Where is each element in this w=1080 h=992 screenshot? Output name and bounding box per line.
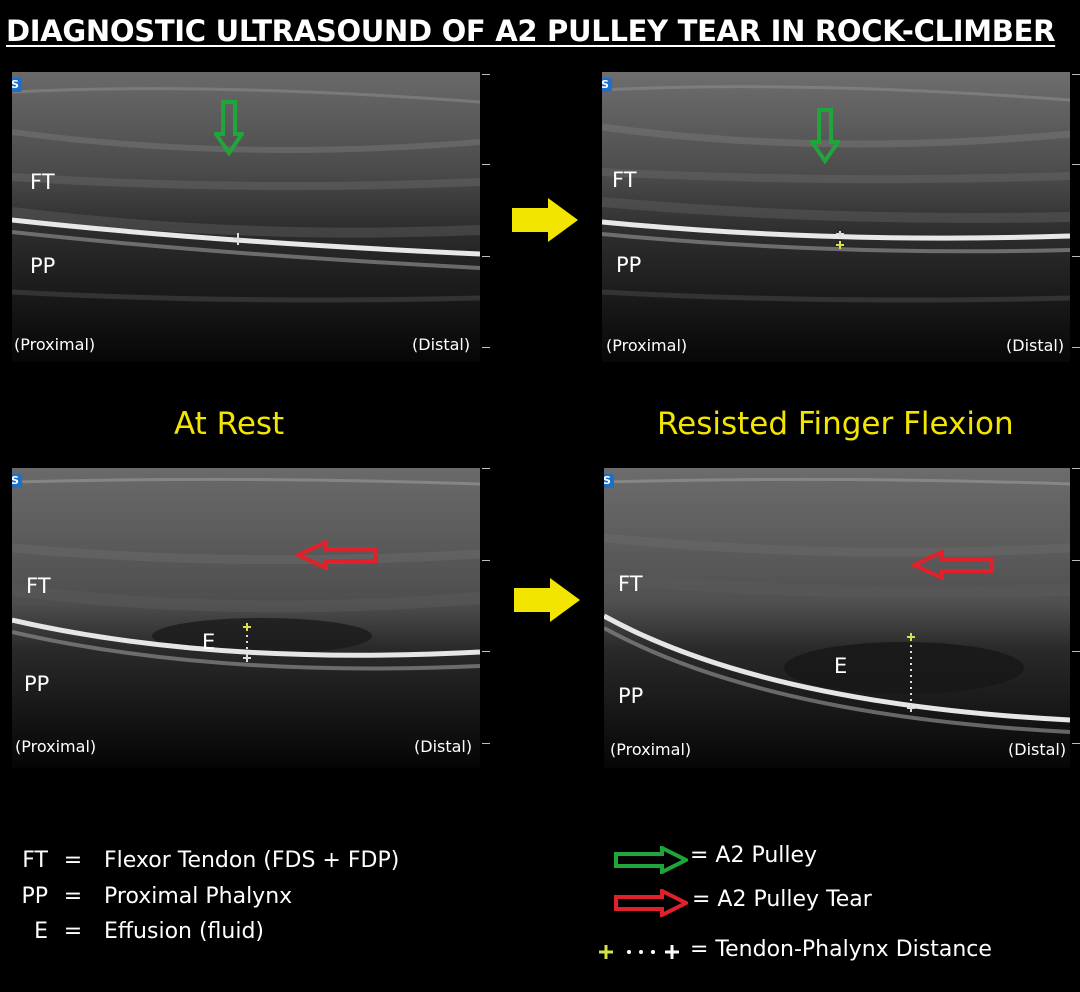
red-arrow-icon	[296, 540, 378, 570]
label-ft: FT	[30, 170, 55, 194]
figure-title: DIAGNOSTIC ULTRASOUND OF A2 PULLEY TEAR …	[6, 14, 1056, 48]
label-ft: FT	[612, 168, 637, 192]
label-e: E	[834, 654, 848, 678]
label-proximal: (Proximal)	[610, 740, 692, 759]
yellow-arrow-icon	[512, 198, 578, 242]
caption-at-rest: At Rest	[174, 406, 285, 442]
green-arrow-icon	[810, 108, 840, 164]
label-ft: FT	[618, 572, 643, 596]
legend-abbr: PP	[21, 884, 48, 909]
calipers-icon	[599, 945, 679, 959]
green-arrow-icon	[214, 100, 244, 156]
legend-equals: =	[63, 884, 83, 909]
legend-a2-pulley-tear: = A2 Pulley Tear	[692, 887, 872, 912]
ultrasound-image	[602, 72, 1070, 362]
scanner-logo-icon: S	[602, 78, 612, 92]
depth-scale	[482, 72, 490, 362]
label-e: E	[202, 630, 216, 654]
legend-equals: =	[63, 919, 83, 944]
caliper-icon	[836, 231, 844, 249]
label-pp: PP	[30, 254, 56, 278]
label-proximal: (Proximal)	[15, 737, 97, 756]
legend-desc: Effusion (fluid)	[104, 919, 265, 944]
legend-equals: =	[63, 848, 83, 873]
legend-desc: Proximal Phalynx	[104, 884, 293, 909]
yellow-arrow-icon	[514, 578, 580, 622]
caption-resisted-flexion: Resisted Finger Flexion	[657, 406, 1014, 442]
green-arrow-icon	[614, 846, 688, 874]
label-proximal: (Proximal)	[606, 336, 688, 355]
ultrasound-bottom-right: S FT E PP (Proximal) (Distal)	[604, 468, 1070, 768]
legend-abbr: FT	[22, 848, 48, 873]
depth-scale	[1072, 72, 1080, 362]
calipers-icon	[907, 633, 915, 712]
label-pp: PP	[618, 684, 644, 708]
ultrasound-image	[12, 468, 480, 768]
caliper-icon	[233, 233, 243, 245]
legend-tendon-phalynx-distance: = Tendon-Phalynx Distance	[690, 937, 992, 962]
label-pp: PP	[24, 672, 50, 696]
red-arrow-icon	[614, 889, 688, 917]
calipers-icon	[243, 623, 251, 662]
scanner-logo-icon: S	[12, 474, 22, 488]
label-ft: FT	[26, 574, 51, 598]
label-distal: (Distal)	[1008, 740, 1067, 759]
ultrasound-top-right: S FT PP (Proximal) (Distal)	[602, 72, 1070, 362]
ultrasound-image	[604, 468, 1070, 768]
ultrasound-image	[12, 72, 480, 362]
legend-a2-pulley: = A2 Pulley	[690, 843, 818, 868]
label-pp: PP	[616, 253, 642, 277]
label-distal: (Distal)	[414, 737, 473, 756]
legend-e: E = Effusion (fluid)	[8, 919, 264, 944]
ultrasound-bottom-left: S FT E PP (Proximal) (Distal)	[12, 468, 480, 768]
scanner-logo-icon: S	[12, 78, 22, 92]
legend-ft: FT = Flexor Tendon (FDS + FDP)	[8, 848, 399, 873]
label-proximal: (Proximal)	[14, 335, 96, 354]
red-arrow-icon	[912, 550, 994, 580]
depth-scale	[482, 468, 490, 768]
legend-desc: Flexor Tendon (FDS + FDP)	[104, 848, 400, 873]
legend-abbr: E	[34, 919, 48, 944]
depth-scale	[1072, 468, 1080, 768]
scanner-logo-icon: S	[604, 474, 614, 488]
legend-pp: PP = Proximal Phalynx	[8, 884, 292, 909]
label-distal: (Distal)	[412, 335, 471, 354]
ultrasound-top-left: S FT PP (Proximal) (Distal)	[12, 72, 480, 362]
label-distal: (Distal)	[1006, 336, 1065, 355]
